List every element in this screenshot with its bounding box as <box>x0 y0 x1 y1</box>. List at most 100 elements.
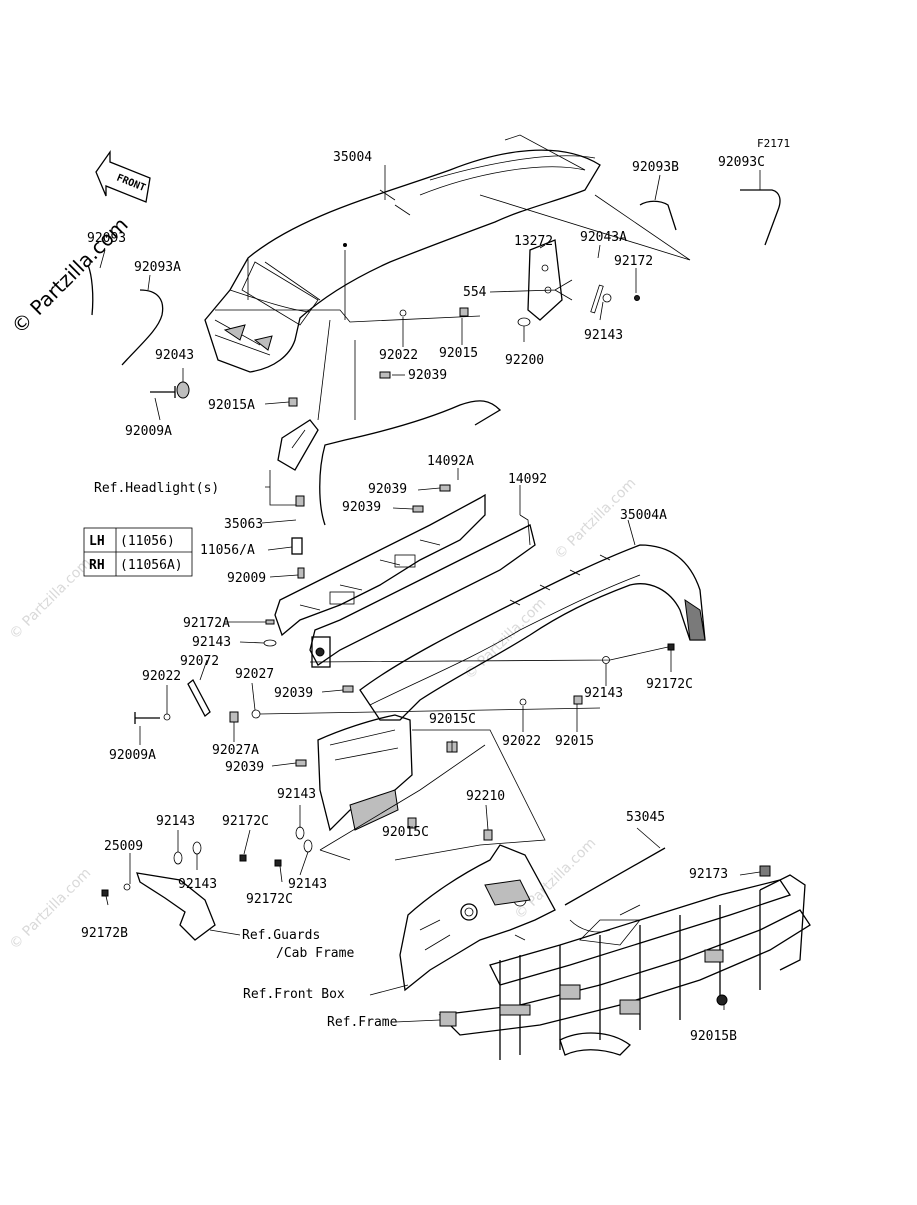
roof-35004 <box>204 134 601 373</box>
fender-35004A <box>359 544 706 721</box>
watermark-text: © Partzilla.com <box>7 555 95 643</box>
rod-53045 <box>564 847 666 906</box>
washer-92143 <box>173 851 183 865</box>
part-label: 92027A <box>212 743 259 758</box>
part-label: 92015C <box>429 712 476 727</box>
washer-92143 <box>263 639 277 647</box>
part-label: 92143 <box>584 686 623 701</box>
grommet-92200 <box>517 317 531 327</box>
washer-92027 <box>251 709 261 719</box>
clip-92039 <box>379 371 391 379</box>
part-label: 92039 <box>274 686 313 701</box>
washer-92022 <box>399 309 407 317</box>
table-part-rh: (11056A) <box>120 558 183 573</box>
part-label: 14092 <box>508 472 547 487</box>
part-label: 92015 <box>555 734 594 749</box>
part-label: 14092A <box>427 454 474 469</box>
clip-92173 <box>759 865 771 877</box>
ref-cab-frame: /Cab Frame <box>276 946 354 961</box>
strip-92093 <box>87 264 94 316</box>
part-label: 92009A <box>125 424 172 439</box>
washer <box>123 883 131 891</box>
part-label: 92022 <box>502 734 541 749</box>
table-side-rh: RH <box>89 558 105 573</box>
table-side-lh: LH <box>89 534 105 549</box>
strip-92093B <box>639 200 677 231</box>
clip-35063 <box>295 495 305 507</box>
part-label: 35004A <box>620 508 667 523</box>
washer-92143 <box>602 293 612 303</box>
part-label: 92015C <box>382 825 429 840</box>
part-label: 13272 <box>514 234 553 249</box>
nut-92015 <box>573 695 583 705</box>
part-label: 92072 <box>180 654 219 669</box>
ref-front-box: Ref.Front Box <box>243 987 345 1002</box>
side-table: LH (11056) RH (11056A) <box>83 527 193 577</box>
screw-92009 <box>297 567 305 579</box>
part-label: 53045 <box>626 810 665 825</box>
washer-92022 <box>163 713 171 721</box>
part-label: 92022 <box>142 669 181 684</box>
part-label: 92015B <box>690 1029 737 1044</box>
part-labels: 35004 92093 92093A 92093B 92093C 13272 9… <box>81 150 765 1044</box>
part-label: 92172C <box>246 892 293 907</box>
part-label: 92043 <box>155 348 194 363</box>
washer-92022 <box>519 698 527 706</box>
screw-92172A <box>265 619 275 625</box>
part-label: 92172C <box>222 814 269 829</box>
part-label: 92172B <box>81 926 128 941</box>
watermark-text: © Partzilla.com <box>462 595 550 683</box>
part-label: 92093C <box>718 155 765 170</box>
clip-92210 <box>483 829 493 841</box>
part-label: 92015 <box>439 346 478 361</box>
part-label: 554 <box>463 285 487 300</box>
part-label: 92143 <box>192 635 231 650</box>
screw-92172B <box>101 889 109 897</box>
washer-92143 <box>192 841 202 855</box>
part-label: 92039 <box>408 368 447 383</box>
bolt-92009A <box>150 386 176 398</box>
watermarks: © Partzilla.com © Partzilla.com © Partzi… <box>7 212 640 952</box>
nut-92015A <box>288 397 298 407</box>
washer-92143 <box>295 826 305 840</box>
front-box-92210 <box>399 844 556 992</box>
part-label: 92143 <box>584 328 623 343</box>
clip-92039 <box>439 484 451 492</box>
part-label: 92039 <box>368 482 407 497</box>
reference-labels: Ref.Headlight(s) Ref.Guards /Cab Frame R… <box>94 481 398 1030</box>
bolt-92043A <box>590 284 604 314</box>
guard-25009 <box>136 872 216 941</box>
diagram-code: F2171 <box>757 137 790 150</box>
leader-lines <box>99 165 761 1023</box>
part-label: 92172A <box>183 616 230 631</box>
panel-14092 <box>309 514 536 668</box>
part-label: 92172C <box>646 677 693 692</box>
front-arrow-icon: FRONT <box>95 149 151 203</box>
screw-92172C <box>239 854 247 862</box>
part-label: 92039 <box>342 500 381 515</box>
bolt-92009A <box>134 712 160 724</box>
ref-guards: Ref.Guards <box>242 928 320 943</box>
part-label: 92143 <box>277 787 316 802</box>
cable-rod <box>319 400 502 526</box>
part-label: 92015A <box>208 398 255 413</box>
screw-92172C <box>274 859 282 867</box>
bracket-13272 <box>527 239 563 321</box>
part-label: 92200 <box>505 353 544 368</box>
part-label: 35004 <box>333 150 372 165</box>
nut-92015B <box>716 994 728 1006</box>
part-label: 92143 <box>288 877 327 892</box>
frame <box>438 874 811 1060</box>
clip-92039 <box>295 759 307 767</box>
part-label: 92009A <box>109 748 156 763</box>
part-label: 92173 <box>689 867 728 882</box>
part-label: 92039 <box>225 760 264 775</box>
part-label: 92027 <box>235 667 274 682</box>
part-label: 92022 <box>379 348 418 363</box>
table-part-lh: (11056) <box>120 534 175 549</box>
clip-92039 <box>412 505 424 513</box>
screw-92172 <box>634 295 640 301</box>
ref-frame: Ref.Frame <box>327 1015 398 1030</box>
